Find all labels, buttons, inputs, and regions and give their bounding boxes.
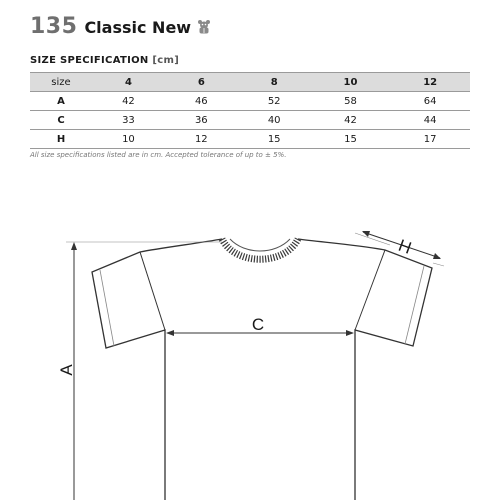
row-label: C	[30, 110, 92, 130]
tshirt-outline	[91, 238, 433, 500]
table-cell: 42	[310, 110, 391, 130]
right-sleeve-seam	[354, 249, 386, 331]
table-row: A 42 46 52 58 64	[30, 91, 470, 111]
c-arrow-left	[166, 330, 174, 336]
column-header: 6	[164, 72, 238, 92]
product-header: 135 Classic New	[30, 14, 211, 39]
table-cell: 58	[310, 91, 391, 111]
row-label: H	[30, 129, 92, 149]
h-measure-line	[362, 231, 441, 259]
spec-unit: [cm]	[152, 55, 180, 66]
product-code: 135	[30, 14, 78, 39]
table-cell: 15	[237, 129, 311, 149]
table-cell: 44	[390, 110, 470, 130]
column-header: 10	[310, 72, 391, 92]
left-sleeve-seam	[139, 251, 166, 331]
column-header: 12	[390, 72, 470, 92]
collar-inner	[229, 238, 291, 252]
table-cell: 10	[92, 129, 165, 149]
label-c: C	[252, 315, 264, 334]
a-arrow-head	[71, 242, 77, 250]
label-h: H	[396, 236, 414, 258]
tolerance-note: All size specifications listed are in cm…	[30, 151, 287, 159]
c-arrow-right	[346, 330, 354, 336]
column-header: 8	[237, 72, 311, 92]
h-ext-right	[432, 262, 445, 267]
size-table-header-row: size 4 6 8 10 12	[30, 72, 470, 92]
h-ext-left	[354, 232, 391, 246]
table-cell: 42	[92, 91, 165, 111]
table-cell: 36	[164, 110, 238, 130]
column-header: 4	[92, 72, 165, 92]
h-arrow-right	[433, 253, 441, 259]
right-sleeve-hem	[404, 265, 425, 345]
table-cell: 12	[164, 129, 238, 149]
table-cell: 33	[92, 110, 165, 130]
collar	[218, 237, 302, 263]
table-cell: 40	[237, 110, 311, 130]
product-name: Classic New	[84, 18, 192, 37]
label-a: A	[57, 364, 76, 376]
row-label: A	[30, 91, 92, 111]
table-cell: 52	[237, 91, 311, 111]
bear-logo-icon	[197, 19, 211, 35]
left-sleeve-hem	[99, 269, 115, 347]
table-cell: 15	[310, 129, 391, 149]
spec-title: SIZE SPECIFICATION [cm]	[30, 55, 179, 66]
table-cell: 17	[390, 129, 470, 149]
column-header: size	[30, 72, 92, 92]
table-cell: 46	[164, 91, 238, 111]
table-row: H 10 12 15 15 17	[30, 129, 470, 149]
table-row: C 33 36 40 42 44	[30, 110, 470, 130]
table-cell: 64	[390, 91, 470, 111]
size-table: size 4 6 8 10 12 A 42 46 52 58 64 C 33 3…	[30, 72, 470, 149]
h-arrow-left	[362, 231, 370, 237]
spec-title-text: SIZE SPECIFICATION	[30, 55, 149, 66]
